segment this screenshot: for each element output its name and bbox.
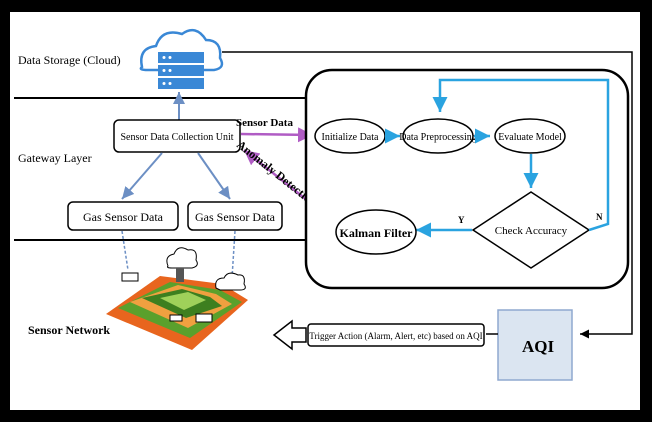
collection-to-gas-sensor-2-arrow xyxy=(197,152,231,200)
no-label: N xyxy=(596,212,603,222)
data-preprocessing-node: Data Preprocessing xyxy=(399,118,477,154)
gateway-layer-label: Gateway Layer xyxy=(18,151,92,165)
svg-text:Initialize Data: Initialize Data xyxy=(322,132,379,143)
svg-text:Sensor Data Collection Unit: Sensor Data Collection Unit xyxy=(120,132,233,143)
collection-to-gas-sensor-1-arrow xyxy=(121,152,163,200)
svg-text:Kalman Filter: Kalman Filter xyxy=(340,226,414,240)
aqi-box: AQI xyxy=(497,309,573,381)
factory-smoke-icon xyxy=(166,247,198,282)
svg-text:Evaluate Model: Evaluate Model xyxy=(498,132,562,143)
cloud-to-aqi-line xyxy=(222,51,633,339)
sensor-link-2 xyxy=(231,230,236,279)
sensor-network-label: Sensor Network xyxy=(28,323,110,337)
sensor-data-arrow xyxy=(240,127,314,143)
evaluate-model-node: Evaluate Model xyxy=(494,118,566,154)
cloud-server-icon xyxy=(139,28,224,89)
retrain-loop-arrow xyxy=(432,78,610,232)
pollution-cloud-icon xyxy=(215,272,246,291)
svg-text:Check Accuracy: Check Accuracy xyxy=(495,225,568,237)
sensor-device-icon xyxy=(121,272,213,323)
initialize-data-node: Initialize Data xyxy=(314,118,386,154)
trigger-arrow-icon xyxy=(272,319,307,351)
svg-text:Data Preprocessing: Data Preprocessing xyxy=(399,132,476,143)
svg-text:Trigger Action (Alarm, Alert,: Trigger Action (Alarm, Alert, etc) based… xyxy=(309,331,482,341)
svg-text:AQI: AQI xyxy=(522,337,555,356)
cloud-layer-label: Data Storage (Cloud) xyxy=(18,53,121,67)
check-accuracy-decision: Check Accuracy xyxy=(471,191,591,269)
processing-panel xyxy=(304,68,630,290)
sensor-link-1 xyxy=(121,230,129,271)
sensor-data-label: Sensor Data xyxy=(236,117,293,129)
yes-label: Y xyxy=(458,215,465,225)
diagram-frame: Data Storage (Cloud) Gateway Layer Senso… xyxy=(10,12,640,410)
svg-text:Gas Sensor Data: Gas Sensor Data xyxy=(83,210,164,224)
svg-text:Gas Sensor Data: Gas Sensor Data xyxy=(195,210,276,224)
architecture-diagram: Data Storage (Cloud) Gateway Layer Senso… xyxy=(14,28,633,381)
gas-sensor-data-box-1: Gas Sensor Data xyxy=(67,201,179,231)
kalman-filter-node: Kalman Filter xyxy=(335,209,417,255)
sensor-data-collection-unit: Sensor Data Collection Unit xyxy=(113,119,241,153)
gas-sensor-data-box-2: Gas Sensor Data xyxy=(187,201,283,231)
trigger-action-box: Trigger Action (Alarm, Alert, etc) based… xyxy=(307,323,485,347)
